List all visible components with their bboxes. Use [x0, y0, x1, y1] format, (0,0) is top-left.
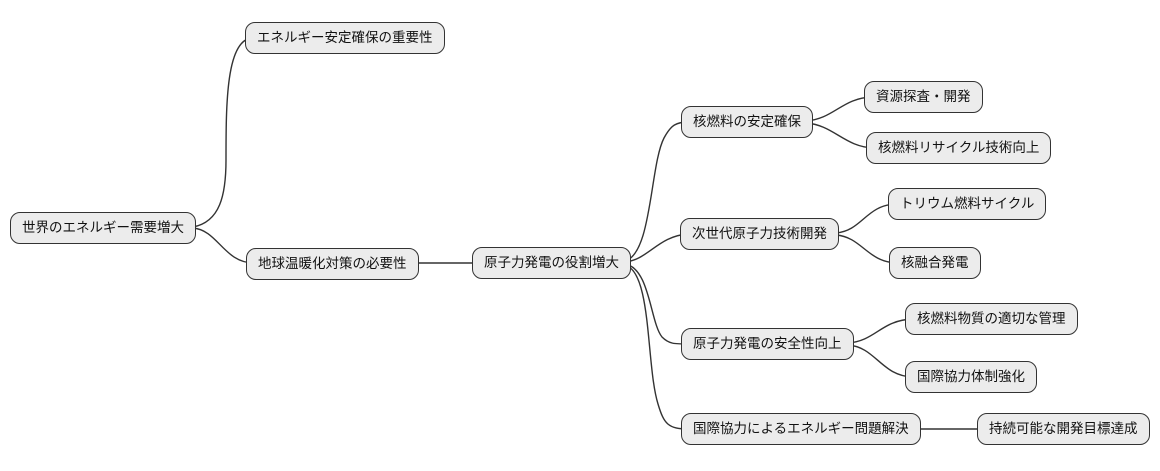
node-sdg: 持続可能な開発目標達成: [977, 413, 1150, 445]
node-fusion: 核融合発電: [889, 247, 981, 279]
edge-root-global-warming: [192, 227, 255, 264]
edge-nuclear-role-fuel-supply: [624, 121, 690, 262]
edge-safety-material-mgmt: [847, 318, 914, 344]
node-fuel-recycle: 核燃料リサイクル技術向上: [866, 132, 1052, 164]
node-material-mgmt: 核燃料物質の適切な管理: [905, 303, 1078, 335]
edge-fuel-supply-resource-dev: [805, 96, 873, 122]
node-next-gen: 次世代原子力技術開発: [680, 218, 839, 250]
node-root: 世界のエネルギー需要増大: [10, 212, 196, 244]
node-fuel-supply: 核燃料の安定確保: [681, 106, 813, 138]
node-safety: 原子力発電の安全性向上: [681, 328, 854, 360]
edge-nuclear-role-next-gen: [624, 233, 689, 263]
edge-nuclear-role-intl-solution: [624, 264, 690, 430]
node-global-warming: 地球温暖化対策の必要性: [246, 248, 419, 280]
edge-next-gen-thorium: [835, 203, 897, 234]
edge-fuel-supply-fuel-recycle: [805, 122, 875, 149]
node-energy-security: エネルギー安定確保の重要性: [245, 22, 445, 54]
node-resource-dev: 資源探査・開発: [864, 81, 983, 113]
node-intl-framework: 国際協力体制強化: [905, 361, 1037, 393]
node-thorium: トリウム燃料サイクル: [888, 188, 1047, 220]
edge-next-gen-fusion: [835, 234, 898, 264]
edge-safety-intl-framework: [847, 344, 914, 378]
node-intl-solution: 国際協力によるエネルギー問題解決: [681, 413, 921, 445]
edge-nuclear-role-safety: [624, 263, 690, 345]
node-nuclear-role: 原子力発電の役割増大: [472, 247, 631, 279]
edge-root-energy-security: [192, 37, 254, 228]
